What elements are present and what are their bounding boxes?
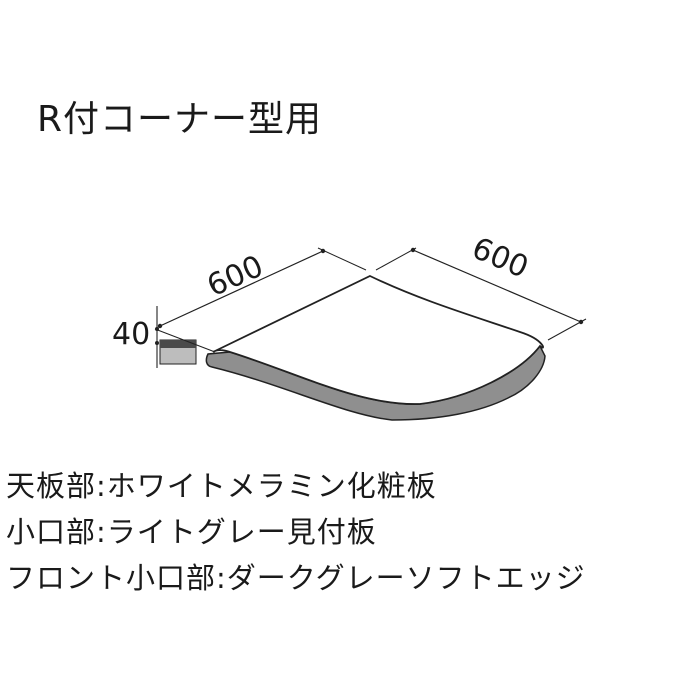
note-top-board: 天板部:ホワイトメラミン化粧板: [6, 469, 437, 503]
dim-tick-right-a: [410, 247, 416, 253]
dim-tick-thickness-b: [155, 341, 159, 345]
top-surface: [212, 275, 544, 405]
side-edge-shade: [160, 340, 196, 348]
ext-line-left-b: [317, 247, 367, 271]
ext-line-right-a: [375, 247, 417, 271]
dim-line-left: [159, 250, 324, 327]
dim-label-left: 600: [202, 249, 269, 304]
page-title: R付コーナー型用: [37, 99, 323, 140]
dim-tick-thickness-a: [155, 327, 159, 331]
note-edge: 小口部:ライトグレー見付板: [6, 515, 377, 549]
material-notes: 天板部:ホワイトメラミン化粧板 小口部:ライトグレー見付板 フロント小口部:ダー…: [6, 463, 696, 601]
note-front-edge: フロント小口部:ダークグレーソフトエッジ: [6, 561, 586, 595]
dim-line-right: [412, 249, 582, 323]
dim-tick-left-b: [320, 248, 326, 254]
dim-tick-right-b: [578, 319, 584, 325]
dim-tick-left-a: [157, 323, 163, 329]
dim-label-thickness: 40: [112, 317, 150, 352]
ext-line-left-a: [154, 328, 216, 353]
